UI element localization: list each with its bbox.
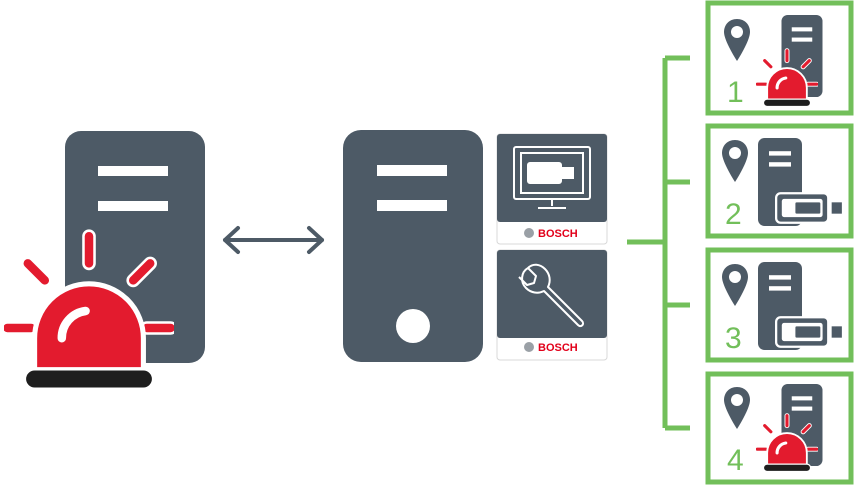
site-card[interactable]: 1 [705,0,854,116]
site-connector-tree [627,55,690,431]
site-card[interactable]: 2 [705,123,854,239]
wrench-icon [518,263,585,328]
server-slot [98,166,168,176]
left-server-with-alarm [7,131,205,389]
app-tile-configuration-client[interactable]: BOSCH [496,249,608,361]
site-number: 1 [727,76,744,109]
brand-label: BOSCH [538,342,578,354]
site-card[interactable]: 3 [705,247,854,363]
bidirectional-arrow-icon [223,226,324,254]
site-number: 3 [725,322,742,355]
site-number: 4 [727,444,744,477]
bosch-logo-icon [524,228,534,238]
monitor-camera-icon [513,146,591,209]
app-tile-operator-client[interactable]: BOSCH [496,133,608,245]
bosch-logo-icon [524,342,534,352]
server-slot [98,201,168,211]
center-server-icon [343,130,483,362]
site-card[interactable]: 4 [705,371,854,485]
brand-label: BOSCH [538,228,578,240]
site-number: 2 [725,198,742,231]
